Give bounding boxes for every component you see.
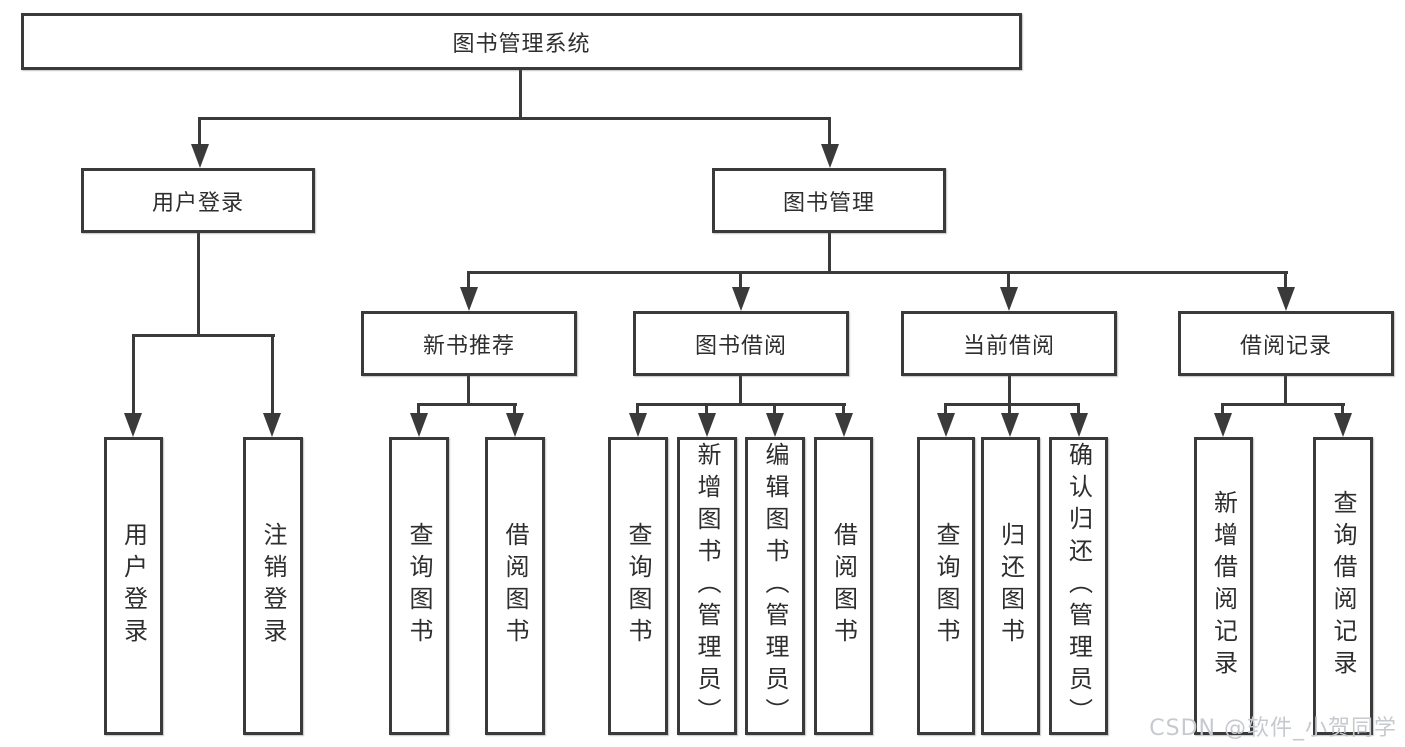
arrowhead-down-icon — [410, 413, 428, 437]
leaf-query-books-recommend: 查询图书 — [389, 437, 449, 735]
node-label: 图书借阅 — [694, 333, 787, 359]
node-borrowing-records: 借阅记录 — [1178, 311, 1394, 376]
arrowhead-down-icon — [835, 413, 853, 437]
connector-line — [1341, 406, 1344, 414]
leaf-confirm-return-admin: 确认归还（管理员） — [1049, 437, 1108, 735]
leaf-label: 注销登录 — [259, 522, 287, 650]
node-new-book-recommend: 新书推荐 — [361, 311, 577, 376]
connector-line — [636, 406, 639, 414]
connector-line — [197, 233, 200, 337]
connector-line — [773, 406, 776, 414]
arrowhead-down-icon — [698, 413, 716, 437]
csdn-watermark: CSDN @软件_小贺同学 — [1149, 716, 1397, 741]
node-book-borrowing: 图书借阅 — [633, 311, 849, 376]
connector-line — [132, 334, 275, 337]
leaf-label: 确认归还（管理员） — [1064, 442, 1093, 730]
leaf-query-books-current: 查询图书 — [917, 437, 975, 735]
leaf-query-borrow-record: 查询借阅记录 — [1313, 437, 1373, 735]
leaf-query-books-borrowing: 查询图书 — [608, 437, 668, 735]
node-label: 用户登录 — [151, 190, 244, 216]
arrowhead-down-icon — [629, 413, 647, 437]
leaf-label: 查询图书 — [932, 522, 960, 650]
connector-line — [739, 274, 742, 288]
connector-line — [705, 406, 708, 414]
arrowhead-down-icon — [191, 144, 209, 168]
leaf-label: 借阅图书 — [829, 522, 858, 650]
connector-line — [467, 274, 470, 288]
connector-line — [828, 233, 831, 274]
arrowhead-down-icon — [821, 144, 839, 168]
connector-line — [417, 406, 420, 414]
leaf-label: 用户登录 — [119, 522, 148, 650]
connector-line — [1007, 274, 1010, 288]
connector-line — [467, 271, 1288, 274]
leaf-label: 编辑图书（管理员） — [761, 442, 789, 730]
node-book-management: 图书管理 — [712, 168, 946, 233]
arrowhead-down-icon — [1277, 287, 1295, 311]
leaf-label: 借阅图书 — [501, 522, 529, 650]
node-label: 图书管理 — [782, 190, 875, 216]
node-library-system: 图书管理系统 — [21, 13, 1022, 70]
connector-line — [739, 376, 742, 406]
leaf-label: 查询借阅记录 — [1329, 490, 1357, 682]
connector-line — [417, 403, 517, 406]
leaf-label: 查询图书 — [624, 522, 652, 650]
node-current-borrowing: 当前借阅 — [901, 311, 1117, 376]
leaf-label: 新增借阅记录 — [1209, 490, 1238, 682]
leaf-label: 查询图书 — [405, 522, 433, 650]
connector-line — [1008, 406, 1011, 414]
connector-line — [1221, 406, 1224, 414]
leaf-user-login: 用户登录 — [104, 437, 163, 735]
connector-line — [198, 117, 831, 120]
leaf-label: 新增图书（管理员） — [693, 442, 721, 730]
node-label: 新书推荐 — [422, 333, 515, 359]
arrowhead-down-icon — [1214, 413, 1232, 437]
connector-line — [519, 70, 522, 120]
connector-line — [1221, 403, 1345, 406]
connector-line — [271, 337, 274, 414]
connector-line — [828, 120, 831, 145]
connector-line — [1284, 274, 1287, 288]
connector-line — [1077, 406, 1080, 414]
arrowhead-down-icon — [1001, 413, 1019, 437]
connector-line — [944, 406, 947, 414]
arrowhead-down-icon — [1000, 287, 1018, 311]
leaf-borrow-books-recommend: 借阅图书 — [485, 437, 545, 735]
connector-line — [132, 337, 135, 414]
leaf-logout: 注销登录 — [243, 437, 303, 735]
arrowhead-down-icon — [1070, 413, 1088, 437]
arrowhead-down-icon — [124, 413, 142, 437]
node-label: 图书管理系统 — [452, 31, 591, 57]
connector-line — [636, 403, 846, 406]
node-user-login: 用户登录 — [81, 168, 315, 233]
arrowhead-down-icon — [460, 287, 478, 311]
connector-line — [513, 406, 516, 414]
leaf-label: 归还图书 — [996, 522, 1025, 650]
arrowhead-down-icon — [263, 413, 281, 437]
leaf-edit-books-admin: 编辑图书（管理员） — [745, 437, 805, 735]
leaf-return-books: 归还图书 — [981, 437, 1040, 735]
connector-line — [198, 120, 201, 145]
arrowhead-down-icon — [766, 413, 784, 437]
node-label: 当前借阅 — [962, 333, 1055, 359]
leaf-add-borrow-record: 新增借阅记录 — [1194, 437, 1253, 735]
connector-line — [1008, 376, 1011, 406]
connector-line — [1284, 376, 1287, 406]
node-label: 借阅记录 — [1239, 333, 1332, 359]
arrowhead-down-icon — [937, 413, 955, 437]
connector-line — [467, 376, 470, 406]
arrowhead-down-icon — [732, 287, 750, 311]
arrowhead-down-icon — [506, 413, 524, 437]
leaf-borrow-books: 借阅图书 — [814, 437, 873, 735]
arrowhead-down-icon — [1334, 413, 1352, 437]
connector-line — [842, 406, 845, 414]
connector-line — [944, 403, 1080, 406]
leaf-add-books-admin: 新增图书（管理员） — [677, 437, 737, 735]
